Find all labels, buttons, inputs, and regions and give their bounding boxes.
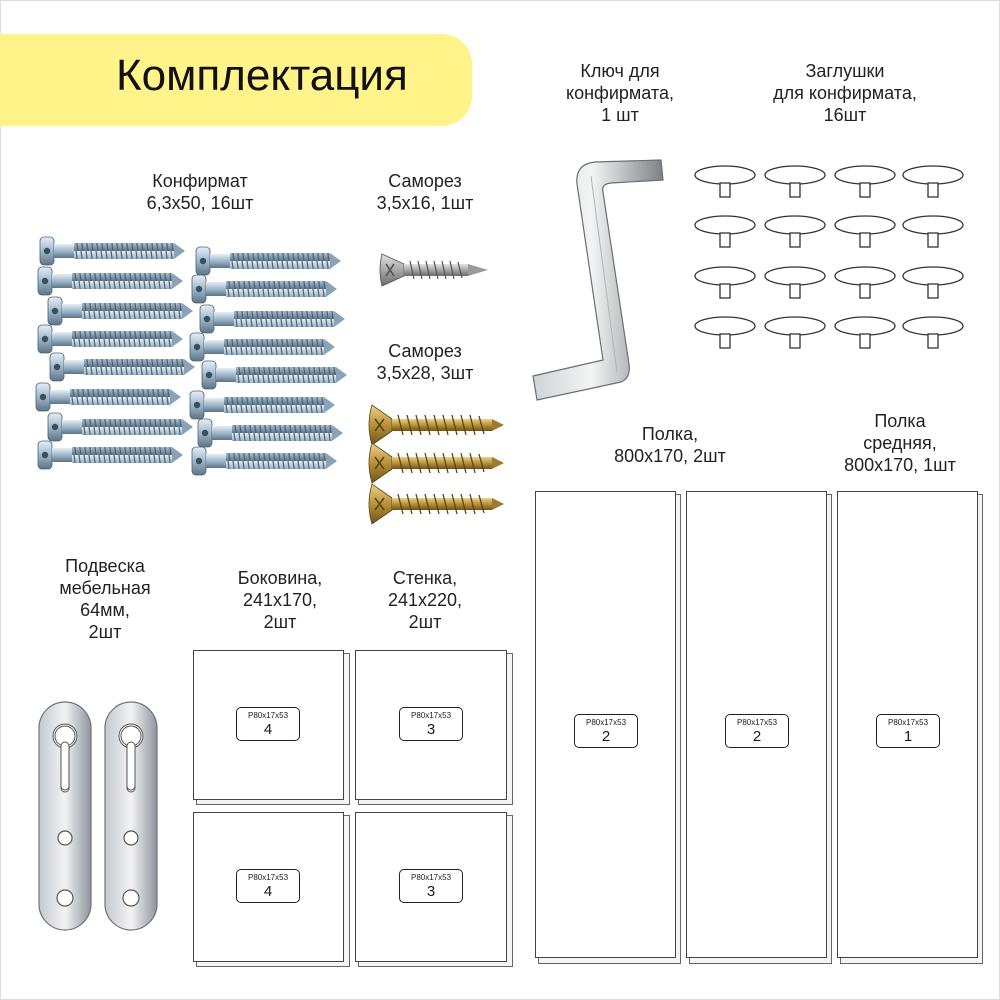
- panel-tag-number: 3: [426, 883, 436, 900]
- furniture-hangers: [38, 701, 158, 931]
- panel-tag-code: P80x17x53: [887, 718, 929, 727]
- shelf-mid-label: Полка средняя, 800х170, 1шт: [844, 411, 956, 475]
- cap: [902, 165, 964, 198]
- panel-tag-code: P80x17x53: [410, 711, 452, 720]
- panel-tag-code: P80x17x53: [247, 873, 289, 882]
- screw28-label: Саморез 3,5х28, 3шт: [376, 341, 474, 383]
- confirmat-screw: [35, 382, 182, 412]
- side-panel: P80x17x53 4: [193, 650, 344, 800]
- confirmat-screw: [37, 324, 184, 354]
- screw-28: [368, 442, 505, 484]
- cap: [834, 316, 896, 349]
- confirmat-screw: [197, 418, 344, 448]
- panel-tag: P80x17x53 3: [399, 869, 463, 903]
- panel-tag-code: P80x17x53: [736, 718, 778, 727]
- shelf-label: Полка, 800х170, 2шт: [614, 424, 726, 466]
- panel-tag-number: 1: [903, 728, 913, 745]
- hanger: [104, 701, 158, 931]
- cap: [902, 316, 964, 349]
- wall-label: Стенка, 241х220, 2шт: [387, 568, 463, 632]
- panel-tag: P80x17x53 1: [876, 714, 940, 748]
- screws-28: [368, 404, 505, 525]
- hanger: [38, 701, 92, 931]
- cap: [902, 215, 964, 248]
- confirmat-screw: [199, 304, 346, 334]
- cap: [902, 266, 964, 299]
- cap: [764, 266, 826, 299]
- cap: [694, 266, 756, 299]
- confirmat-screw: [191, 274, 338, 304]
- screw-28: [368, 404, 505, 446]
- confirmat-screw: [37, 266, 184, 296]
- confirmat-screw: [189, 332, 336, 362]
- shelf-panel: P80x17x53 2: [686, 491, 827, 958]
- panel-tag-code: P80x17x53: [585, 718, 627, 727]
- panel-tag-code: P80x17x53: [247, 711, 289, 720]
- key-label: Ключ для конфирмата, 1 шт: [566, 61, 674, 125]
- panel-tag-number: 2: [752, 728, 762, 745]
- panel-tag: P80x17x53 2: [574, 714, 638, 748]
- screw16-label: Саморез 3,5х16, 1шт: [376, 171, 474, 213]
- panel-tag-code: P80x17x53: [410, 873, 452, 882]
- panel-tag: P80x17x53 4: [236, 869, 300, 903]
- shelf-panel: P80x17x53 2: [535, 491, 676, 958]
- middle-shelf-panel: P80x17x53 1: [837, 491, 978, 958]
- confirmat-screw: [39, 236, 186, 266]
- screw-16: [379, 253, 488, 287]
- confirmat-screw: [191, 446, 338, 476]
- panel-tag-number: 4: [263, 883, 273, 900]
- cap: [834, 266, 896, 299]
- panel-tag: P80x17x53 4: [236, 707, 300, 741]
- confirmat-label: Конфирмат 6,3х50, 16шт: [146, 171, 254, 213]
- confirmat-screw: [47, 412, 194, 442]
- screw-28: [368, 483, 505, 525]
- confirmat-screw: [189, 390, 336, 420]
- wall-panel: P80x17x53 3: [355, 650, 507, 800]
- cap: [834, 165, 896, 198]
- panel-tag: P80x17x53 2: [725, 714, 789, 748]
- cap: [764, 316, 826, 349]
- confirmat-screw: [37, 440, 184, 470]
- page-title: Комплектация: [116, 51, 408, 100]
- confirmat-screw: [47, 296, 194, 326]
- confirmat-screw: [201, 360, 348, 390]
- hanger-label: Подвеска мебельная 64мм, 2шт: [59, 556, 151, 642]
- panel-tag-number: 4: [263, 721, 273, 738]
- cap: [694, 316, 756, 349]
- side-label: Боковина, 241х170, 2шт: [237, 568, 323, 632]
- panel-tag: P80x17x53 3: [399, 707, 463, 741]
- cap: [694, 165, 756, 198]
- caps-label: Заглушки для конфирмата, 16шт: [773, 61, 917, 125]
- confirmat-screw: [49, 352, 196, 382]
- confirmat-screw: [195, 246, 342, 276]
- confirmat-caps: [694, 165, 964, 349]
- panel-tag-number: 3: [426, 721, 436, 738]
- cap: [694, 215, 756, 248]
- wall-panel: P80x17x53 3: [355, 812, 507, 962]
- hex-key: [532, 159, 664, 401]
- confirmat-screws: [35, 236, 348, 476]
- side-panel: P80x17x53 4: [193, 812, 344, 962]
- panel-tag-number: 2: [601, 728, 611, 745]
- cap: [834, 215, 896, 248]
- cap: [764, 215, 826, 248]
- cap: [764, 165, 826, 198]
- title-banner: [0, 34, 472, 126]
